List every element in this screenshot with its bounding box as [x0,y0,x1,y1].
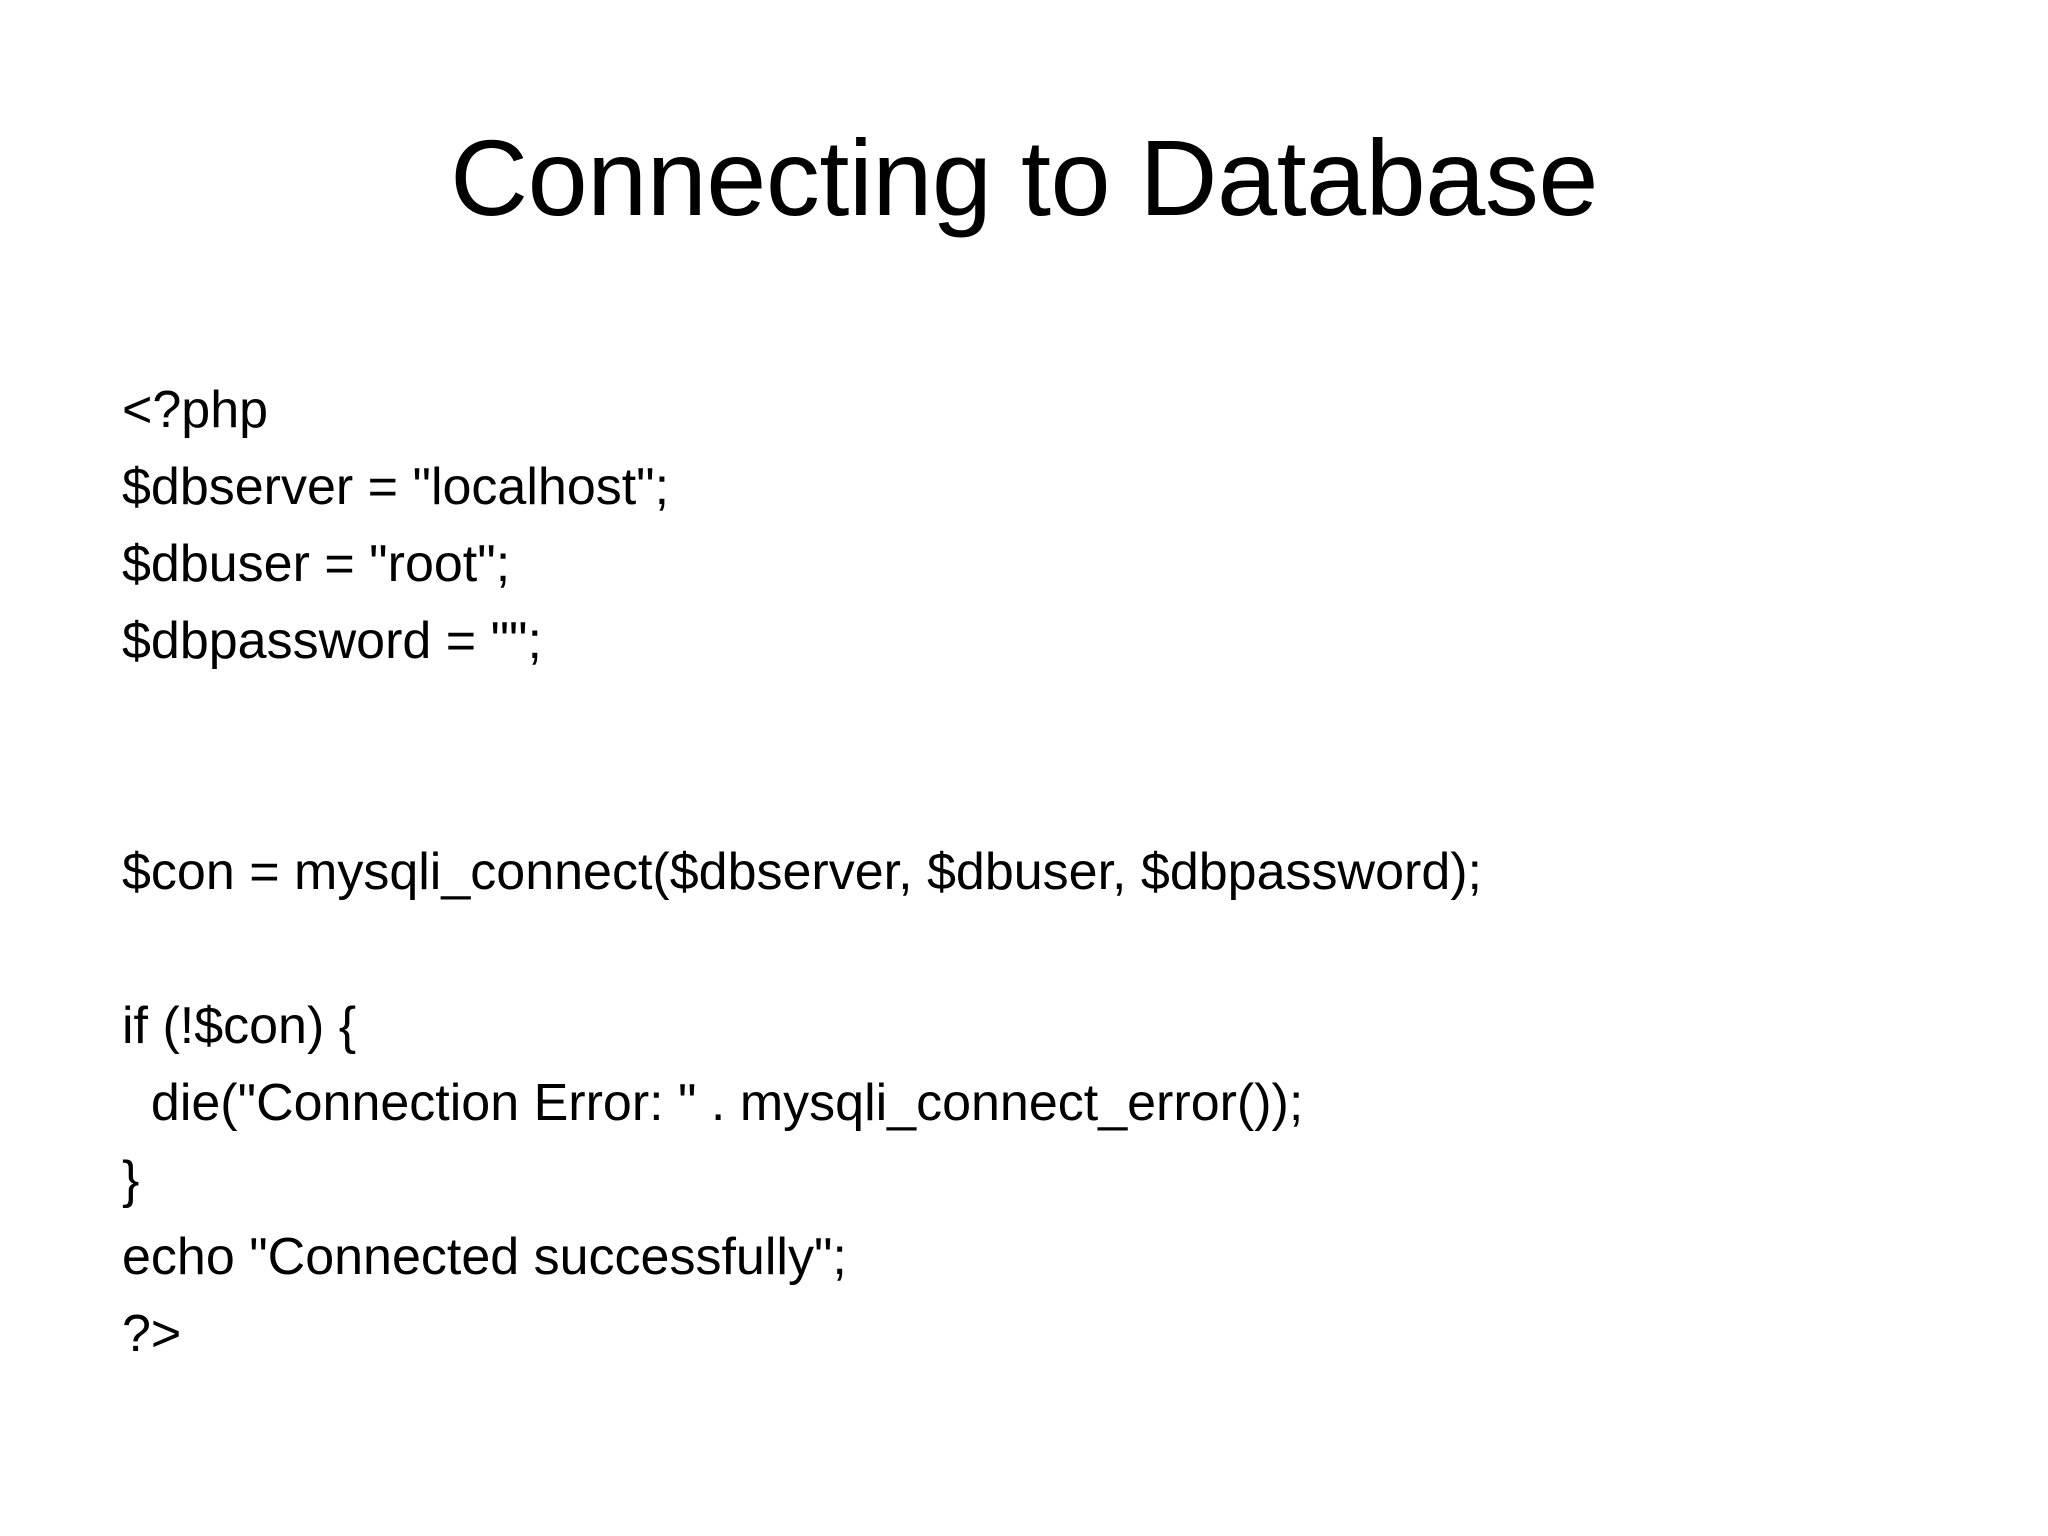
code-line: ?> [122,1305,182,1363]
code-line: die("Connection Error: " . mysqli_connec… [122,1074,1304,1132]
code-block: <?php $dbserver = "localhost"; $dbuser =… [122,372,1942,1373]
code-line: $dbuser = "root"; [122,535,511,593]
code-line: if (!$con) { [122,997,357,1055]
code-line-blank [122,680,1942,757]
code-line: $con = mysqli_connect($dbserver, $dbuser… [122,843,1482,901]
page-title: Connecting to Database [450,117,1598,238]
code-line: } [122,1151,140,1209]
code-line: echo "Connected successfully"; [122,1228,847,1286]
code-line-blank [122,911,1942,988]
code-line-blank [122,757,1942,834]
code-line: <?php [122,381,269,439]
code-line: $dbserver = "localhost"; [122,458,670,516]
code-line: $dbpassword = ""; [122,612,542,670]
